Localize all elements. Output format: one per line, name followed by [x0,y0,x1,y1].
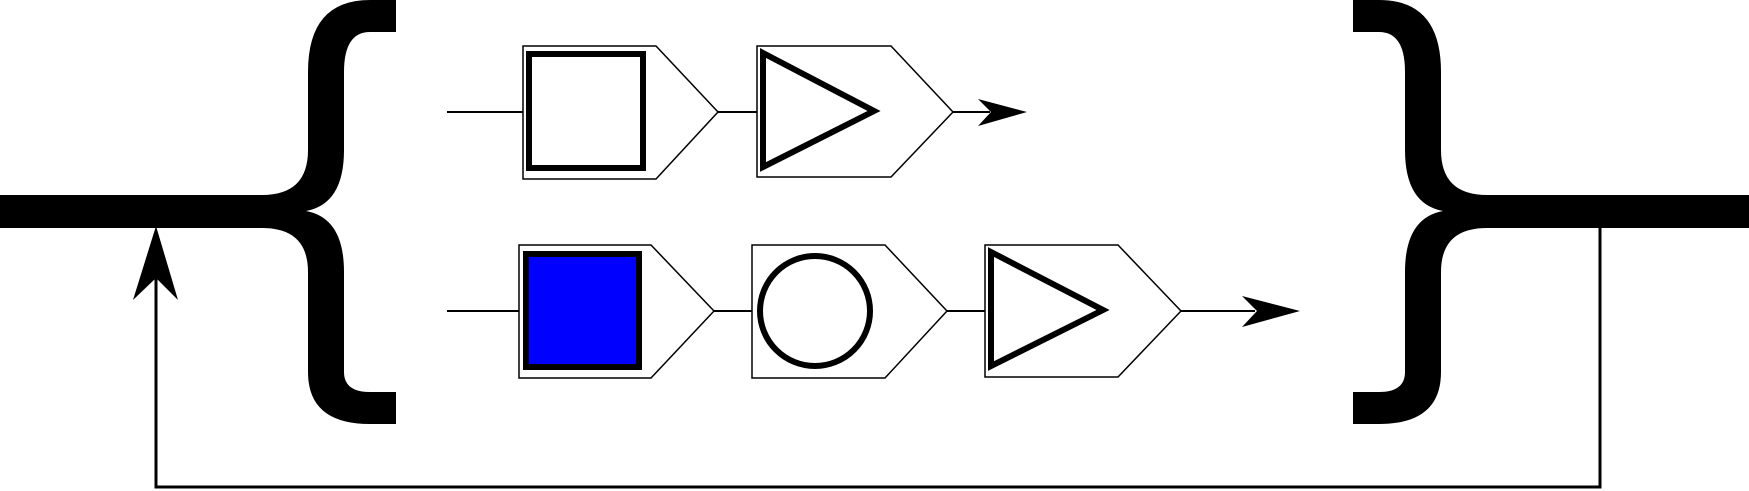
loop-back-arrowhead [133,226,178,300]
bottom-row-filled-square-shape [523,251,642,370]
top-row-triangle-node-shape [760,48,881,172]
bottom-row-circle-node-shape [757,253,873,369]
top-row-arrowhead [978,99,1027,126]
bottom-row-circle-node-frame [751,244,949,379]
main-line-left [0,195,258,228]
right-brace [1353,0,1491,424]
top-row-square-node-frame [522,45,720,180]
bottom-row-triangle-node-shape [988,247,1110,371]
top-row-square-node-shape [526,51,646,171]
bottom-row-arrowhead [1242,296,1300,327]
left-brace [258,0,396,424]
main-line-right [1478,195,1749,228]
loop-back-line [154,228,1602,489]
